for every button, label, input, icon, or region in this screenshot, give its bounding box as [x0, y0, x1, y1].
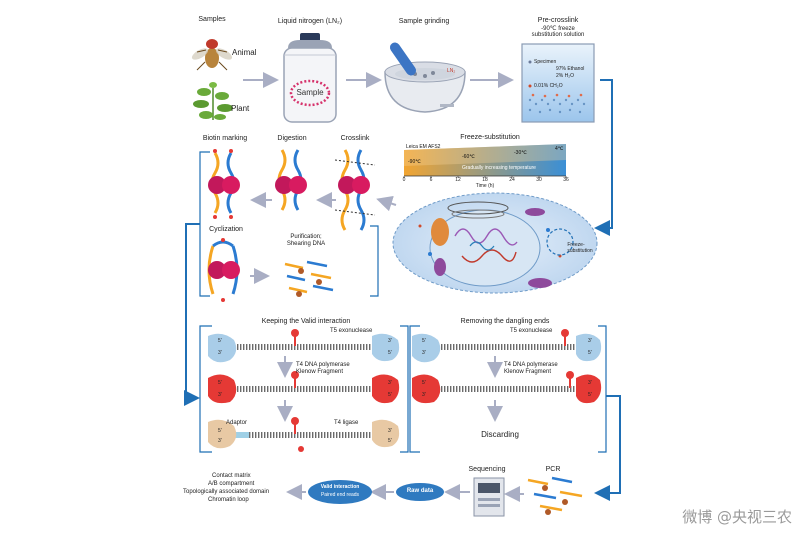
animal-label: Animal — [232, 48, 257, 57]
time-label: Time (h) — [475, 183, 495, 189]
dna-strands — [215, 344, 590, 438]
prime-3-j: 3' — [588, 380, 592, 386]
ln2-small-label: LN₂ — [447, 68, 456, 74]
plant-icon — [193, 82, 233, 120]
discarding-label: Discarding — [481, 430, 519, 439]
paired-end-label: Paired end reads — [320, 492, 360, 498]
pcr-label: PCR — [545, 466, 561, 473]
freeze-substitution-chart — [403, 144, 567, 178]
keeping-valid-label: Keeping the Valid interaction — [261, 318, 351, 325]
cell-icon — [392, 192, 598, 294]
legend-ethanol: 97% Ethanol — [556, 66, 585, 72]
chromatin-loop-label: Chromatin loop — [208, 497, 249, 503]
pre-crosslink-sub1: -90℃ freeze — [541, 26, 575, 32]
time-tick-label: 12 — [455, 177, 461, 183]
time-tick-label: 30 — [536, 177, 542, 183]
t5-exo-left: T5 exonuclease — [330, 328, 373, 334]
ab-compartment-label: A/B compartment — [208, 481, 255, 487]
grad-label: Gradually increasing temperature — [462, 165, 536, 171]
shearing-label: Shearing DNA — [286, 241, 326, 247]
digestion-label: Digestion — [277, 135, 307, 142]
t4-pol-left-2: Klenow Fragment — [296, 369, 344, 375]
purification-label: Purification; — [290, 234, 322, 240]
prime-5-e: 5' — [218, 428, 222, 434]
time-tick-label: 18 — [482, 177, 488, 183]
time-tick-label: 0 — [402, 177, 406, 183]
prime-3-f: 3' — [388, 428, 392, 434]
prime-3-b: 3' — [388, 338, 392, 344]
sample-grinding-label: Sample grinding — [398, 18, 450, 25]
protein-icon — [207, 149, 376, 302]
dewar-icon — [283, 33, 337, 123]
time-tick-label: 6 — [429, 177, 433, 183]
beaker-icon — [521, 43, 595, 123]
freeze-substitution-title: Freeze-substitution — [460, 134, 520, 141]
t4-pol-right-2: Klenow Fragment — [504, 369, 552, 375]
prime-5-a: 5' — [218, 338, 222, 344]
prime-3-g: 3' — [422, 350, 426, 356]
mortar-icon — [384, 42, 466, 113]
prime-5-j: 5' — [588, 392, 592, 398]
watermark-text: 微博 @央视三农 — [682, 508, 792, 526]
temp-4: 4℃ — [555, 146, 564, 152]
enzyme-blobs — [208, 329, 602, 452]
prime-5-i: 5' — [422, 380, 426, 386]
t5-exo-right: T5 exonuclease — [510, 328, 553, 334]
pre-crosslink-sub2: substitution solution — [531, 32, 585, 38]
fly-icon — [191, 39, 233, 71]
t4-ligase-label: T4 ligase — [334, 420, 359, 426]
legend-h2o: 2% H₂O — [556, 73, 575, 79]
freeze-sub-cell-label: Freeze- — [567, 242, 585, 248]
prime-3-i: 3' — [422, 392, 426, 398]
legend-specimen: Specimen — [534, 59, 557, 65]
tad-label: Topologically associated domain — [183, 489, 270, 495]
temp-m90: -90℃ — [408, 159, 421, 165]
prime-5-b: 5' — [388, 350, 392, 356]
prime-5-d: 5' — [388, 392, 392, 398]
biotin-marking-label: Biotin marking — [202, 135, 248, 142]
sequencing-label: Sequencing — [468, 466, 506, 473]
prime-3-d: 3' — [388, 380, 392, 386]
samples-label: Samples — [198, 16, 226, 23]
cyclization-label: Cyclization — [209, 226, 243, 233]
crosslink-label: Crosslink — [340, 135, 370, 142]
adaptor-label: Adaptor — [226, 420, 248, 426]
sequencer-icon — [473, 477, 505, 517]
temp-m60: -60℃ — [462, 154, 475, 160]
plant-label: Plant — [231, 104, 250, 113]
prime-3-a: 3' — [218, 350, 222, 356]
temp-m30: -30℃ — [514, 150, 527, 156]
time-tick-label: 36 — [563, 177, 569, 183]
valid-interaction-ellipse — [308, 480, 372, 504]
prime-5-g: 5' — [422, 338, 426, 344]
pre-crosslink-title: Pre-crosslink — [537, 17, 579, 24]
freeze-sub-cell-label2: substitution — [567, 248, 593, 254]
sample-label: Sample — [296, 88, 324, 97]
t4-pol-right-1: T4 DNA polymerase — [504, 362, 558, 368]
contact-matrix-label: Contact matrix — [212, 473, 251, 479]
pcr-fragments — [527, 476, 583, 515]
time-tick-label: 24 — [509, 177, 515, 183]
prime-5-c: 5' — [218, 380, 222, 386]
raw-data-label: Raw data — [406, 488, 434, 494]
valid-interaction-label: Valid interaction — [320, 484, 360, 490]
legend-ch2o: 0.01% CH₂O — [534, 83, 563, 89]
liquid-nitrogen-label: Liquid nitrogen (LN₂) — [277, 18, 343, 25]
prime-3-c: 3' — [218, 392, 222, 398]
leica-label: Leica EM AFS2 — [406, 144, 441, 150]
raw-data-ellipse — [396, 483, 444, 501]
prime-5-h: 5' — [588, 350, 592, 356]
prime-5-f: 5' — [388, 438, 392, 444]
prime-3-h: 3' — [588, 338, 592, 344]
t4-pol-left-1: T4 DNA polymerase — [296, 362, 350, 368]
prime-3-e: 3' — [218, 438, 222, 444]
removing-dangling-label: Removing the dangling ends — [460, 318, 550, 325]
